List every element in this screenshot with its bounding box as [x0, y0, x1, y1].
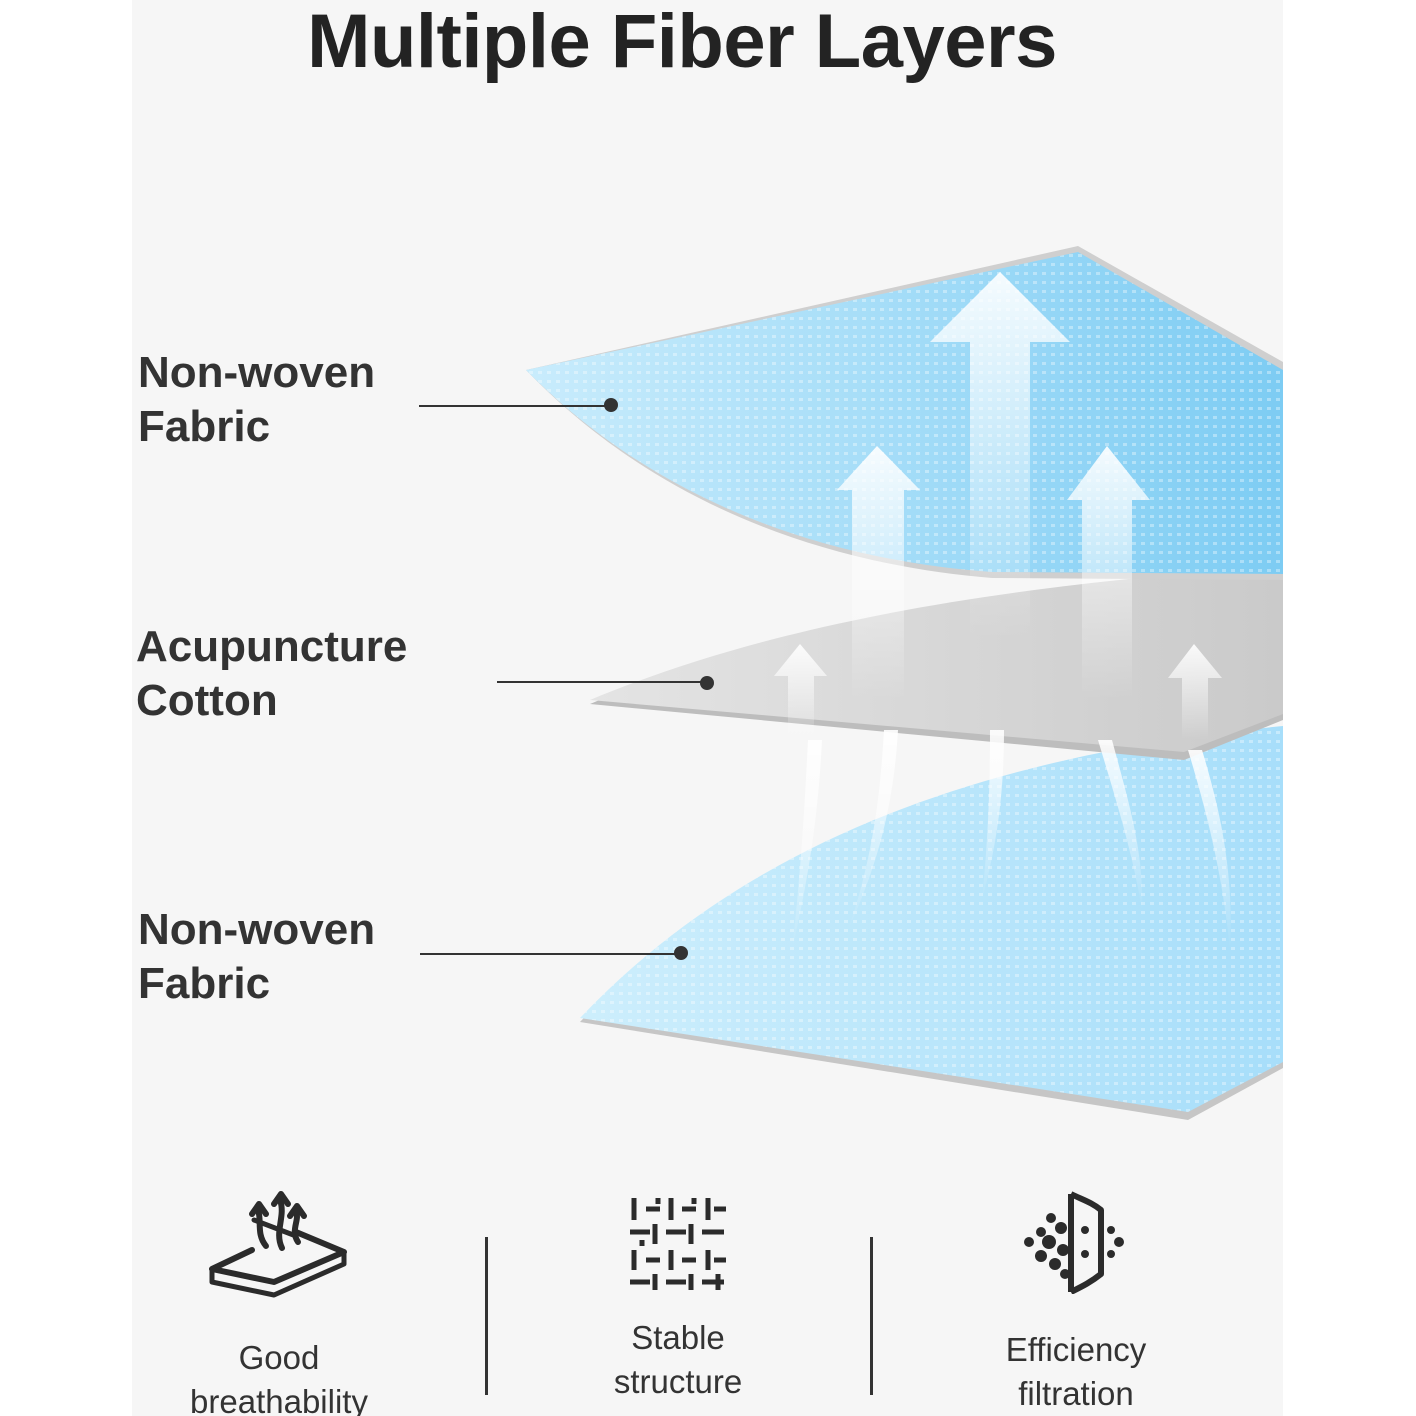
layer-label-middle-line1: Acupuncture [136, 622, 408, 671]
layer-label-middle-line2: Cotton [136, 676, 278, 725]
filter-particles-icon [1024, 1191, 1124, 1294]
layer-label-top-line1: Non-woven [138, 348, 376, 397]
layer-label-bottom-line2: Fabric [138, 959, 271, 1008]
feature-label-efficiency-filtration: Efficiency filtration [946, 1328, 1206, 1416]
feature-label-efficiency-filtration-line2: filtration [1018, 1375, 1134, 1412]
page-title: Multiple Fiber Layers [307, 0, 1057, 84]
top-fabric-layer [526, 246, 1283, 580]
feature-divider-2 [870, 1237, 873, 1395]
layer-label-bottom: Non-woven Fabric [138, 903, 375, 1011]
feature-label-breathability-line1: Good [238, 1339, 320, 1376]
layer-label-top: Non-woven Fabric [138, 346, 375, 454]
feature-label-breathability: Good breathability [149, 1336, 409, 1416]
layer-label-bottom-line1: Non-woven [138, 905, 376, 954]
layer-label-top-line2: Fabric [138, 402, 271, 451]
feature-divider-1 [485, 1237, 488, 1395]
feature-label-efficiency-filtration-line1: Efficiency [1005, 1331, 1147, 1368]
feature-stable-structure: Stable structure [548, 1190, 808, 1404]
callout-lines [419, 398, 714, 960]
product-panel: Multiple Fiber Layers [132, 0, 1283, 1416]
breathability-layers-icon [209, 1191, 347, 1298]
woven-grid-icon [630, 1198, 726, 1290]
feature-label-stable-structure: Stable structure [548, 1316, 808, 1404]
feature-efficiency-filtration: Efficiency filtration [946, 1190, 1206, 1416]
feature-label-stable-structure-line2: structure [613, 1363, 743, 1400]
feature-breathability: Good breathability [149, 1190, 409, 1416]
airflow-arrows [774, 272, 1231, 950]
feature-label-stable-structure-line1: Stable [631, 1319, 725, 1356]
fiber-layers-illustration [419, 246, 1283, 1120]
middle-cotton-layer [590, 566, 1283, 760]
layer-label-middle: Acupuncture Cotton [136, 620, 407, 728]
feature-label-breathability-line2: breathability [190, 1383, 368, 1416]
bottom-fabric-layer [580, 726, 1283, 1120]
